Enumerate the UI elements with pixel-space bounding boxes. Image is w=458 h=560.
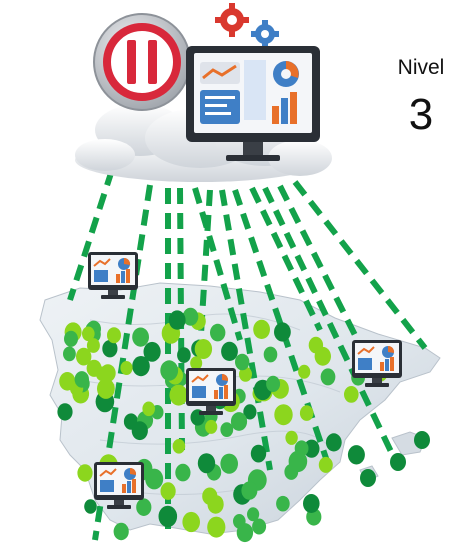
node-dot — [252, 518, 267, 535]
connection-line — [219, 189, 273, 471]
node-dots — [57, 307, 430, 543]
dashboard-monitor-icon — [186, 46, 320, 161]
node-dot — [177, 347, 191, 363]
node-dot — [247, 507, 260, 522]
node-dot — [299, 405, 314, 421]
node-dot — [136, 498, 152, 516]
node-dot — [132, 327, 150, 347]
node-dot — [194, 339, 213, 359]
level-label: Nivel — [397, 56, 445, 79]
node-dot — [210, 323, 226, 342]
cloud-hub — [75, 3, 332, 182]
node-dot — [303, 494, 320, 513]
connection-line — [249, 186, 323, 332]
node-dot — [233, 514, 246, 529]
node-dot — [303, 439, 320, 458]
node-dot — [347, 445, 365, 465]
node-dot — [207, 516, 226, 538]
dashboard-monitor-icon — [94, 462, 144, 509]
node-dot — [221, 341, 238, 361]
level-indicator: Nivel 3 — [388, 56, 454, 140]
node-dot — [132, 356, 150, 377]
node-dot — [220, 422, 234, 437]
node-dot — [160, 482, 176, 500]
node-dot — [131, 421, 148, 441]
node-dot — [84, 499, 97, 514]
node-dot — [230, 412, 248, 431]
node-dot — [210, 495, 224, 511]
connection-line — [292, 180, 428, 350]
node-dot — [241, 481, 258, 500]
node-dot — [239, 366, 252, 382]
node-dot — [113, 522, 129, 541]
node-dot — [142, 401, 155, 417]
dashboard-monitor-icon — [186, 368, 236, 415]
node-dot — [250, 444, 267, 463]
node-dot — [414, 431, 430, 449]
node-dot — [320, 368, 336, 386]
node-dot — [57, 403, 73, 421]
node-dot — [253, 319, 270, 339]
connection-line — [67, 169, 115, 301]
dashboard-monitor-icon — [88, 252, 138, 299]
node-dot — [325, 433, 342, 452]
node-dot — [318, 456, 333, 473]
connection-line — [262, 186, 398, 462]
node-dot — [97, 378, 115, 399]
node-dot — [82, 326, 95, 342]
node-dot — [235, 353, 250, 371]
node-dot — [168, 310, 186, 330]
node-dot — [158, 505, 178, 528]
node-dot — [160, 360, 179, 381]
node-dot — [360, 469, 376, 487]
node-dot — [182, 307, 199, 326]
node-dot — [172, 439, 186, 454]
node-dot — [74, 371, 90, 388]
node-dot — [220, 453, 238, 474]
connection-line — [92, 184, 153, 541]
node-dot — [205, 419, 218, 434]
node-dot — [266, 375, 281, 392]
node-dot — [288, 450, 308, 473]
node-dot — [169, 384, 188, 406]
node-dot — [263, 346, 278, 363]
site-monitors — [88, 252, 402, 509]
circular-logo-icon — [93, 13, 191, 111]
level-number: 3 — [408, 90, 434, 139]
connection-line — [277, 184, 363, 347]
node-dot — [390, 453, 406, 471]
node-dot — [276, 495, 290, 512]
node-dot — [344, 386, 359, 403]
node-dot — [274, 404, 293, 426]
node-dot — [285, 430, 298, 445]
node-dot — [102, 340, 118, 358]
dashboard-monitor-icon — [352, 340, 402, 387]
node-dot — [182, 511, 200, 533]
node-dot — [190, 356, 203, 370]
connection-line — [192, 187, 243, 341]
node-dot — [308, 336, 324, 354]
node-dot — [64, 330, 78, 347]
node-dot — [243, 404, 257, 420]
gears-icon — [215, 3, 279, 48]
node-dot — [175, 463, 191, 482]
node-dot — [143, 341, 161, 362]
node-dot — [107, 327, 121, 344]
node-dot — [76, 347, 92, 366]
node-dot — [63, 346, 76, 362]
node-dot — [197, 453, 216, 474]
node-dot — [86, 338, 100, 353]
node-dot — [120, 361, 133, 375]
node-dot — [77, 464, 93, 482]
node-dot — [274, 322, 291, 342]
node-dot — [100, 364, 116, 382]
node-dot — [298, 364, 311, 379]
